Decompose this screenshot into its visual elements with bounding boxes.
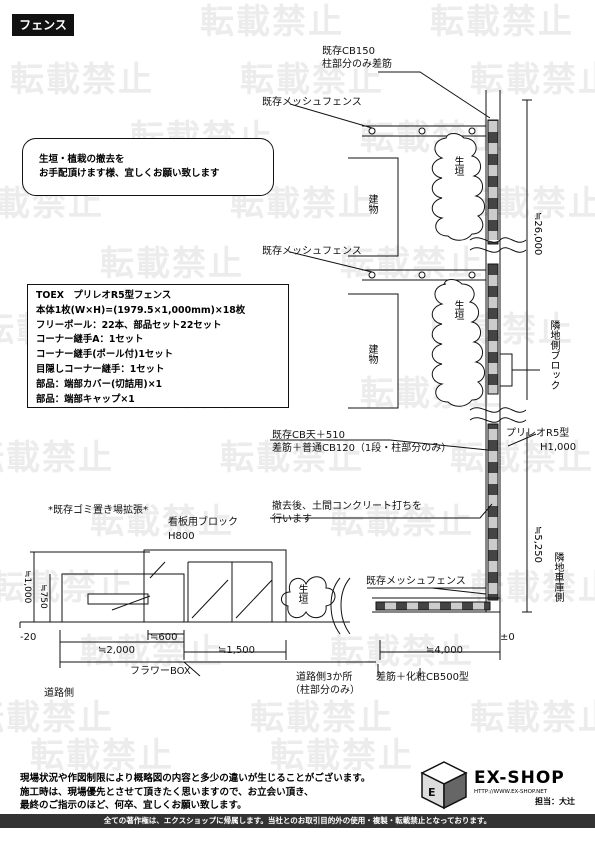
label-hedge-1: 生垣 xyxy=(452,156,463,176)
label-mesh-fence-3: 既存メッシュフェンス xyxy=(366,576,466,587)
label-mesh-fence-2: 既存メッシュフェンス xyxy=(262,246,362,257)
spec-line: TOEX プリレオR5型フェンス xyxy=(36,290,172,301)
spec-line: コーナー継手(ポール付)1セット xyxy=(36,349,173,361)
disclaimer-line: 施工時は、現場優先とさせて頂きたく思いますので、お立会い頂き、 xyxy=(20,786,314,798)
label-rebar-cb120: 差筋＋普通CB120（1段・柱部分のみ） xyxy=(272,443,452,454)
label-dim-4000: ≒4,000 xyxy=(426,645,464,656)
label-flower-box: フラワーBOX xyxy=(130,666,191,677)
section-tag: フェンス xyxy=(12,14,74,36)
label-post-rebar-only: 柱部分のみ差筋 xyxy=(322,59,392,70)
label-dim-750: ≒750 xyxy=(38,584,48,609)
site-disclaimer: 現場状況や作図制限により概略図の内容と多少の違いが生じることがございます。 施工… xyxy=(20,772,370,813)
hedge-removal-note: 生垣・植栽の撤去を お手配頂けます様、宜しくお願い致します xyxy=(22,138,274,196)
label-product-height: H1,000 xyxy=(540,442,577,453)
cb150-leader xyxy=(378,71,491,119)
spec-line: コーナー継手A：1セット xyxy=(36,334,144,346)
label-product: プリレオR5型 xyxy=(506,428,570,439)
label-removal-note-1: 撤去後、土間コンクリート打ちを xyxy=(272,501,422,512)
fence-segment-south xyxy=(375,601,491,611)
label-road-side-3: 道路側3か所 xyxy=(296,672,353,683)
label-dim-zero: ±0 xyxy=(500,632,515,643)
fence-segment xyxy=(487,119,499,245)
label-road-side: 道路側 xyxy=(44,688,74,699)
spec-line: フリーポール：22本、部品セット22セット xyxy=(36,319,222,331)
note-line: 生垣・植栽の撤去を xyxy=(39,154,125,165)
label-neighbor-block: 隣地側ブロック xyxy=(548,320,559,390)
label-neighbor-garage: 隣地車庫側 xyxy=(552,552,563,602)
label-garbage-extension: *既存ゴミ置き場拡張* xyxy=(48,505,148,516)
label-dim-5250: ≒5,250 xyxy=(532,526,543,564)
fence-segment xyxy=(487,423,499,601)
label-dim-2000: ≒2,000 xyxy=(98,645,136,656)
spec-line: 本体1枚(W×H)=(1979.5×1,000mm)×18枚 xyxy=(36,304,246,316)
label-post-only: （柱部分のみ） xyxy=(290,685,360,696)
label-hedge-3: 生垣 xyxy=(296,584,307,604)
disclaimer-line: 最終のご指示のほど、何卒、宜しくお願い致します。 xyxy=(20,800,247,811)
copyright-bar: 全ての著作権は、エクスショップに帰属します。当社とのお取引目的外の使用・複製・転… xyxy=(0,814,595,828)
product-spec-box: TOEX プリレオR5型フェンス 本体1枚(W×H)=(1979.5×1,000… xyxy=(27,284,289,408)
company-logo: E EX-SHOP HTTP://WWW.EX-SHOP.NET 担当：大辻 xyxy=(418,760,578,810)
label-dim-m20: -20 xyxy=(20,632,37,643)
label-dim-26000: ≒26,000 xyxy=(532,212,543,256)
label-hedge-2: 生垣 xyxy=(452,300,463,320)
label-sign-block: 看板用ブロック xyxy=(168,517,238,528)
label-existing-cb150: 既存CB150 xyxy=(322,46,375,57)
label-dim-600: ≒600 xyxy=(150,632,178,643)
spec-line: 部品：端部カバー(切詰用)×1 xyxy=(36,378,163,390)
cube-logo-icon: E xyxy=(420,761,468,810)
label-building-1: 建物 xyxy=(366,194,377,214)
label-mesh-fence-1: 既存メッシュフェンス xyxy=(262,97,362,108)
label-existing-cb-top: 既存CB天＋510 xyxy=(272,430,345,441)
logo-url: HTTP://WWW.EX-SHOP.NET xyxy=(474,789,548,795)
label-dim-1500: ≒1,500 xyxy=(218,645,256,656)
disclaimer-line: 現場状況や作図制限により概略図の内容と多少の違いが生じることがございます。 xyxy=(20,773,371,784)
spec-line: 目隠しコーナー継手：1セット xyxy=(36,363,165,375)
label-rebar-cb500: 差筋＋化粧CB500型 xyxy=(376,672,469,683)
staff-name: 担当：大辻 xyxy=(535,797,575,806)
note-line: お手配頂けます様、宜しくお願い致します xyxy=(39,168,220,179)
fence-segment xyxy=(487,263,499,395)
label-building-2: 建物 xyxy=(366,344,377,364)
svg-text:E: E xyxy=(428,786,436,799)
logo-name: EX-SHOP xyxy=(474,768,565,788)
label-dim-1000: ≒1,000 xyxy=(22,570,32,604)
label-sign-height: H800 xyxy=(168,531,195,542)
label-removal-note-2: 行います xyxy=(272,514,312,525)
spec-line: 部品：端部キャップ×1 xyxy=(36,393,135,405)
